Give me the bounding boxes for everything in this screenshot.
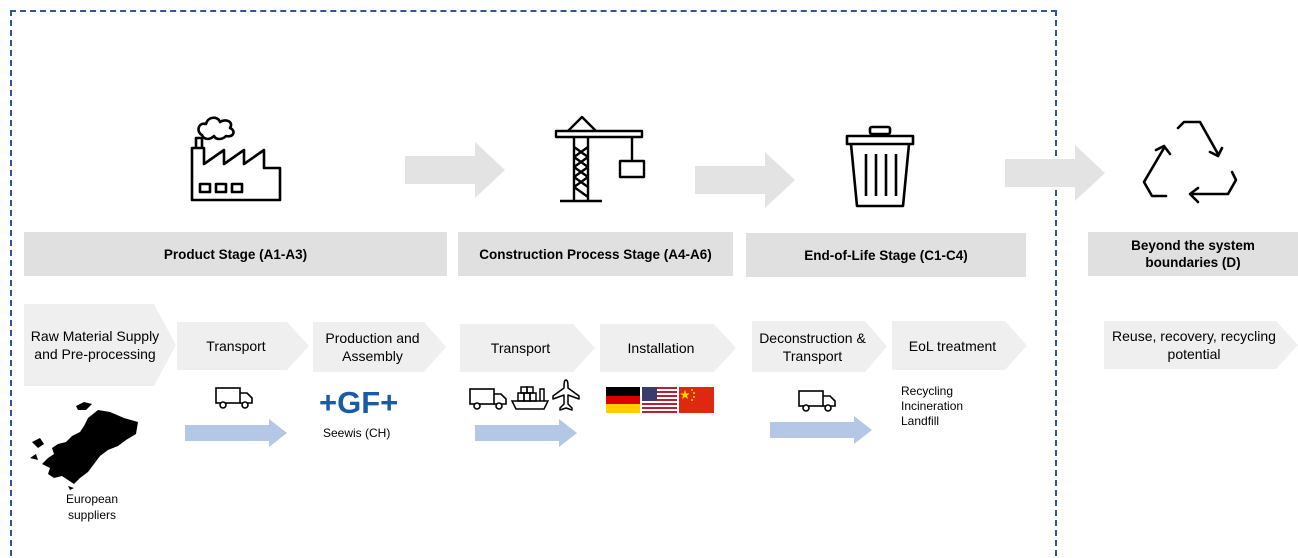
recycle-icon [1142, 120, 1238, 204]
crane-icon [554, 115, 646, 203]
transport-arrow [185, 419, 287, 447]
trash-can-icon [845, 125, 915, 208]
ship-icon [510, 386, 550, 410]
stage-bar-product: Product Stage (A1-A3) [24, 232, 447, 276]
seewis-label: Seewis (CH) [323, 426, 391, 440]
stage-arrow [1005, 145, 1105, 201]
gf-logo: +GF+ [319, 385, 399, 420]
step-transport-1: Transport [177, 322, 309, 370]
step-installation: Installation [600, 324, 736, 372]
transport-arrow [475, 419, 577, 447]
germany-flag [606, 387, 640, 413]
stage-bar-beyond: Beyond the system boundaries (D) [1088, 232, 1298, 276]
eol-option-recycling: Recycling [901, 384, 954, 398]
truck-icon [469, 388, 507, 410]
stage-bar-construction: Construction Process Stage (A4-A6) [458, 232, 733, 276]
step-production: Production and Assembly [313, 322, 446, 372]
factory-icon [190, 116, 282, 202]
step-deconstruction: Deconstruction & Transport [752, 321, 887, 372]
step-transport-2: Transport [460, 324, 595, 372]
step-raw-material: Raw Material Supply and Pre-processing [24, 304, 176, 386]
system-boundary [10, 10, 1057, 556]
european-suppliers-label: European suppliers [65, 492, 119, 522]
truck-icon [798, 390, 836, 412]
airplane-icon [552, 379, 580, 411]
europe-map-icon [30, 402, 138, 490]
step-eol-treatment: EoL treatment [892, 321, 1027, 370]
truck-icon [215, 387, 253, 409]
step-reuse: Reuse, recovery, recycling potential [1104, 321, 1298, 369]
stage-arrow [405, 142, 505, 198]
stage-arrow [695, 152, 795, 208]
eol-option-incineration: Incineration [901, 399, 964, 413]
eol-option-landfill: Landfill [901, 414, 940, 428]
china-flag [679, 387, 714, 413]
usa-flag [642, 387, 677, 413]
transport-arrow [770, 416, 872, 444]
stage-bar-eol: End-of-Life Stage (C1-C4) [746, 233, 1026, 277]
